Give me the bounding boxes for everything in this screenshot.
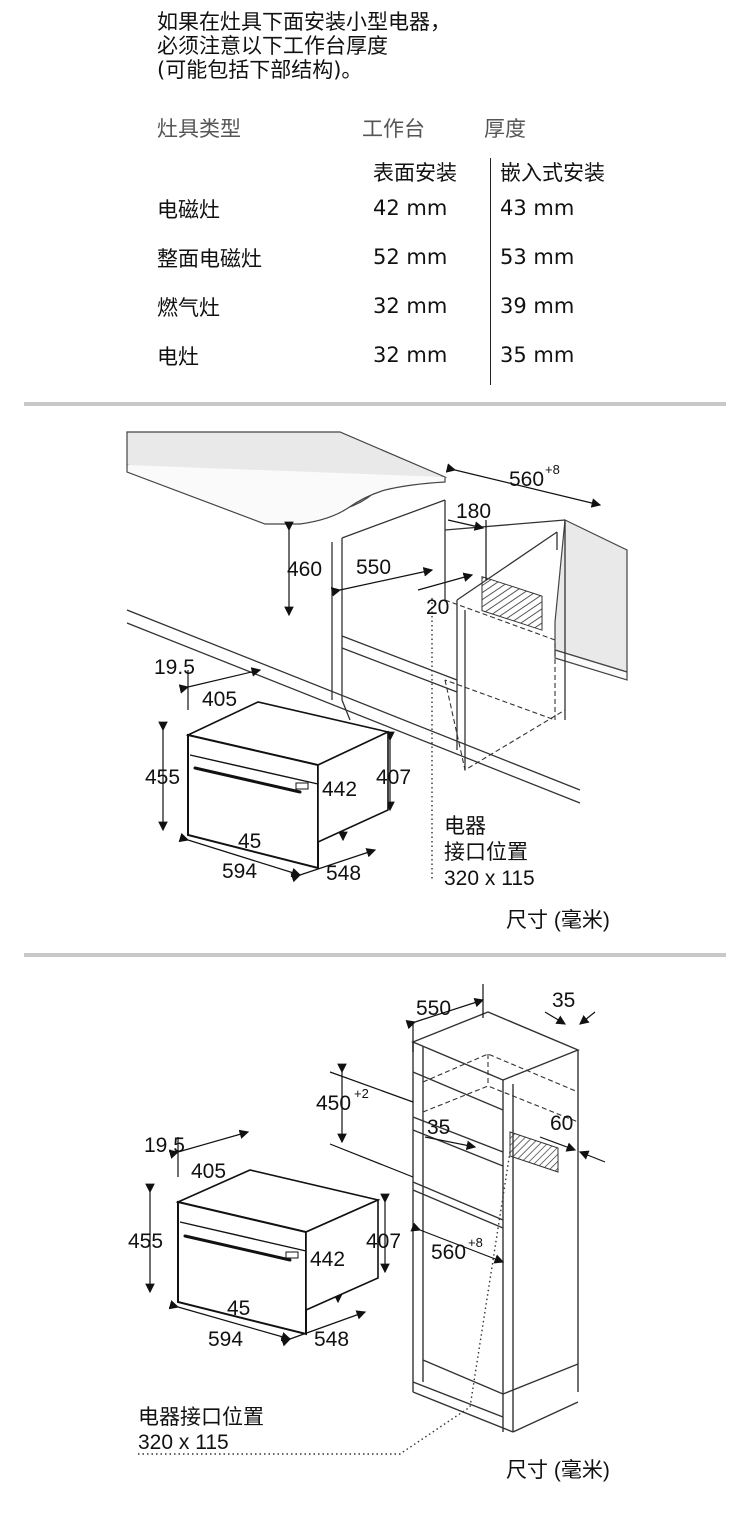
col-header-thickness: 厚度	[484, 117, 526, 141]
connection-size: 320 x 115	[444, 867, 535, 890]
connection-size: 320 x 115	[138, 1431, 229, 1454]
dim-442-label: 442	[322, 778, 357, 801]
dim-width-label: 560	[509, 468, 544, 491]
install-diagram-under-worktop: 560 +8 180 460 550 20 19.5 405 455 442 4…	[126, 431, 628, 932]
dim-407-label: 407	[366, 1230, 401, 1253]
row-flush: 43 mm	[500, 196, 575, 220]
install-diagram-tall-cabinet: 550 35 450 +2 35 60 19.5 405 455 442 407…	[128, 984, 610, 1482]
units-label: 尺寸 (毫米)	[506, 909, 610, 932]
row-surface: 32 mm	[373, 294, 448, 318]
dim-407-label: 407	[376, 766, 411, 789]
dim-548-label: 548	[314, 1328, 349, 1351]
dim-560-label: 560	[431, 1241, 466, 1264]
dim-560-tol: +8	[468, 1235, 483, 1250]
dim-550-label: 550	[356, 556, 391, 579]
connection-label: 电器接口位置	[138, 1406, 264, 1429]
dim-455-label: 455	[128, 1230, 163, 1253]
dim-19-5-label: 19.5	[144, 1134, 185, 1157]
row-type: 燃气灶	[157, 296, 220, 320]
dim-45-label: 45	[238, 830, 261, 853]
col-header-worktop: 工作台	[362, 117, 425, 141]
dim-60-label: 60	[550, 1112, 573, 1135]
dim-594-label: 594	[208, 1328, 243, 1351]
cutout-outline	[444, 599, 566, 771]
row-flush: 53 mm	[500, 245, 575, 269]
dim-180-label: 180	[456, 500, 491, 523]
intro-text: 如果在灶具下面安装小型电器， 必须注意以下工作台厚度 (可能包括下部结构)。	[157, 10, 451, 82]
connection-leader	[138, 1151, 511, 1455]
row-surface: 42 mm	[373, 196, 448, 220]
row-flush: 39 mm	[500, 294, 575, 318]
oven-appliance	[185, 701, 391, 870]
tall-cabinet	[411, 1011, 580, 1433]
dim-548-label: 548	[326, 862, 361, 885]
dim-width-tol: +8	[545, 462, 560, 477]
connection-label-1: 电器	[444, 815, 486, 838]
worktop-shape	[126, 431, 628, 681]
dim-460-label: 460	[287, 558, 322, 581]
dim-19-5-label: 19.5	[154, 656, 195, 679]
intro-line-1: 如果在灶具下面安装小型电器，	[157, 10, 451, 34]
sub-header-flush: 嵌入式安装	[500, 161, 605, 185]
dim-405-label: 405	[191, 1160, 226, 1183]
section-divider	[24, 953, 726, 957]
section-divider	[24, 402, 726, 406]
units-label: 尺寸 (毫米)	[506, 1459, 610, 1482]
row-type: 整面电磁灶	[157, 247, 262, 271]
sub-header-surface: 表面安装	[373, 161, 457, 185]
dim-455-label: 455	[145, 766, 180, 789]
row-flush: 35 mm	[500, 343, 575, 367]
dim-550-label: 550	[416, 997, 451, 1020]
row-surface: 52 mm	[373, 245, 448, 269]
oven-appliance	[175, 1169, 381, 1336]
dim-442-label: 442	[310, 1248, 345, 1271]
dim-450-label: 450	[316, 1092, 351, 1115]
dim-20-label: 20	[426, 596, 449, 619]
connection-area-hatch	[481, 575, 543, 631]
dim-35-mid-label: 35	[427, 1116, 450, 1139]
intro-line-2: 必须注意以下工作台厚度	[157, 34, 388, 58]
dim-35-top-label: 35	[552, 989, 575, 1012]
row-type: 电磁灶	[157, 198, 220, 222]
dim-594-label: 594	[222, 860, 257, 883]
dim-450-tol: +2	[354, 1086, 369, 1101]
table-divider	[490, 158, 491, 385]
row-surface: 32 mm	[373, 343, 448, 367]
cutout-outline	[422, 1053, 579, 1123]
row-type: 电灶	[157, 345, 199, 369]
connection-label-2: 接口位置	[444, 841, 528, 864]
col-header-type: 灶具类型	[157, 117, 241, 141]
connection-area-hatch	[509, 1131, 559, 1173]
dim-405-label: 405	[202, 688, 237, 711]
intro-line-3: (可能包括下部结构)。	[157, 58, 363, 82]
dim-45-label: 45	[227, 1297, 250, 1320]
